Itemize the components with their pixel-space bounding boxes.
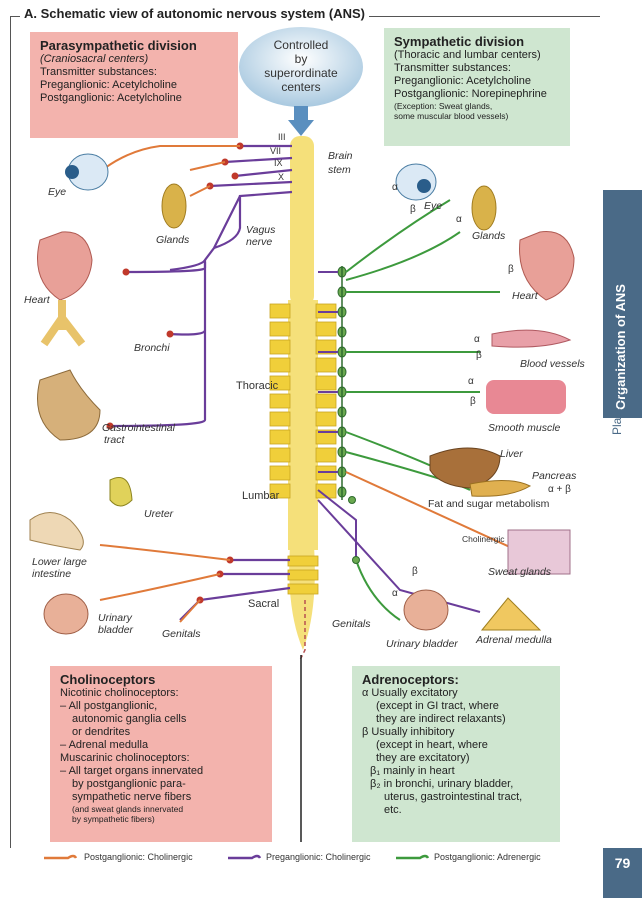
fat-sugar-label: Fat and sugar metabolism <box>428 498 550 510</box>
right-liver-icon <box>429 447 501 489</box>
legend-symbols <box>44 854 430 860</box>
right-smooth-muscle-icon <box>486 380 566 414</box>
vagus-ganglia <box>106 268 174 430</box>
side-tab <box>603 190 642 418</box>
sympathetic-title: Sympathetic division <box>394 34 525 49</box>
left-bladder-label-1: Urinary <box>98 612 132 624</box>
frame-left-rule <box>10 16 11 848</box>
parasympathetic-division-box: Parasympathetic division (Craniosacral c… <box>30 32 238 138</box>
left-eye-label: Eye <box>48 186 67 198</box>
sacral-preganglionic <box>179 558 291 621</box>
right-glands-icon <box>471 185 497 231</box>
right-genitals-label: Genitals <box>332 618 371 630</box>
brain-label: Brain <box>328 150 353 162</box>
right-blood-vessels-icon <box>491 329 572 348</box>
right-eye-icon <box>395 163 437 201</box>
right-adrenal-icon <box>480 597 542 631</box>
cranial-preganglionic <box>209 144 293 250</box>
sympathetic-division-box: Sympathetic division (Thoracic and lumba… <box>384 28 570 146</box>
parasympathetic-title: Parasympathetic division <box>40 38 197 53</box>
legend-postganglionic-cholinergic: Postganglionic: Cholinergic <box>84 852 193 862</box>
superordinate-centers-cloud <box>239 27 363 107</box>
sacral-label: Sacral <box>248 598 280 610</box>
left-heart-label: Heart <box>24 294 50 306</box>
superordinate-centers-label: Controlled by superordinate centers <box>264 38 338 94</box>
left-ureter-icon <box>109 477 133 507</box>
left-bronchi-icon <box>40 300 86 347</box>
beta-mark: β <box>412 566 418 577</box>
left-intestine-label-2: intestine <box>32 568 72 580</box>
right-pancreas-icon <box>469 480 532 497</box>
left-heart-icon <box>37 231 93 301</box>
cholinoceptors-box: Cholinoceptors Nicotinic cholinoceptors:… <box>50 666 272 842</box>
nerve-label: nerve <box>246 236 273 248</box>
spinal-cord <box>269 136 337 650</box>
left-intestine-icon <box>29 512 84 551</box>
right-skin-icon <box>507 529 571 575</box>
right-heart-icon <box>519 231 575 301</box>
left-eye-icon <box>65 153 109 191</box>
alpha-mark: α <box>392 182 398 193</box>
stem-label: stem <box>328 164 351 176</box>
right-heart-label: Heart <box>512 290 538 302</box>
right-bladder-icon <box>403 589 449 631</box>
right-glands-label: Glands <box>472 230 506 242</box>
left-gi-icon <box>37 369 101 441</box>
cranial-postganglionic <box>104 145 240 197</box>
thoracic-label: Thoracic <box>236 380 279 392</box>
right-pancreas-label: Pancreas <box>532 470 577 482</box>
left-bladder-label-2: bladder <box>98 624 134 636</box>
right-adrenal-label: Adrenal medulla <box>476 634 552 646</box>
left-glands-icon <box>161 183 187 229</box>
descending-arrow <box>288 106 314 136</box>
adrenoceptors-title: Adrenoceptors: <box>362 672 459 687</box>
page-number: 79 <box>603 848 642 898</box>
sympathetic-preganglionic <box>317 271 481 613</box>
alpha-mark: α <box>468 376 474 387</box>
cn-vii-label: VII <box>270 146 282 156</box>
left-bladder-icon <box>43 593 89 635</box>
cholinoceptors-title: Cholinoceptors <box>60 672 156 687</box>
beta-mark: β <box>508 264 514 275</box>
plate-label: Plate 3.1 <box>610 387 624 435</box>
alpha-mark: α <box>474 334 480 345</box>
left-gi-label-2: tract <box>104 434 125 446</box>
lumbar-label: Lumbar <box>242 490 280 502</box>
cholinergic-label: Cholinergic <box>462 534 505 544</box>
beta-mark: β <box>410 204 416 215</box>
side-tab-title: Organization of ANS <box>613 284 628 410</box>
sweat-gland-postganglionic <box>345 471 513 549</box>
right-blood-vessels-label: Blood vessels <box>520 358 585 370</box>
right-smooth-muscle-label: Smooth muscle <box>488 422 561 434</box>
right-sweat-label: Sweat glands <box>488 566 552 578</box>
right-pancreas-receptors: α + β <box>548 484 571 495</box>
alpha-mark: α <box>456 214 462 225</box>
adrenoceptors-box: Adrenoceptors: α Usually excitatory (exc… <box>352 666 560 842</box>
right-liver-label: Liver <box>500 448 523 460</box>
left-gi-label-1: Gastrointestinal <box>102 422 175 434</box>
right-eye-label: Eye <box>424 200 443 212</box>
left-glands-label: Glands <box>156 234 190 246</box>
parasympathetic-ganglia <box>206 142 244 190</box>
page-title: A. Schematic view of autonomic nervous s… <box>20 6 369 21</box>
legend-preganglionic-cholinergic: Preganglionic: Cholinergic <box>266 852 371 862</box>
vagus-nerve-paths <box>109 195 241 428</box>
cn-iii-label: III <box>278 132 286 142</box>
left-ureter-label: Ureter <box>144 508 174 520</box>
sacral-postganglionic <box>99 544 231 623</box>
beta-mark: β <box>476 350 482 361</box>
beta-mark: β <box>470 396 476 407</box>
alpha-mark: α <box>392 588 398 599</box>
left-intestine-label-1: Lower large <box>32 556 87 568</box>
vagus-label: Vagus <box>246 224 276 236</box>
cn-x-label: X <box>278 172 285 182</box>
left-genitals-label: Genitals <box>162 628 201 640</box>
legend-postganglionic-adrenergic: Postganglionic: Adrenergic <box>434 852 541 862</box>
left-bronchi-label: Bronchi <box>134 342 170 354</box>
right-bladder-label: Urinary bladder <box>386 638 458 650</box>
cn-ix-label: IX <box>274 158 283 168</box>
ans-diagram <box>29 27 575 860</box>
